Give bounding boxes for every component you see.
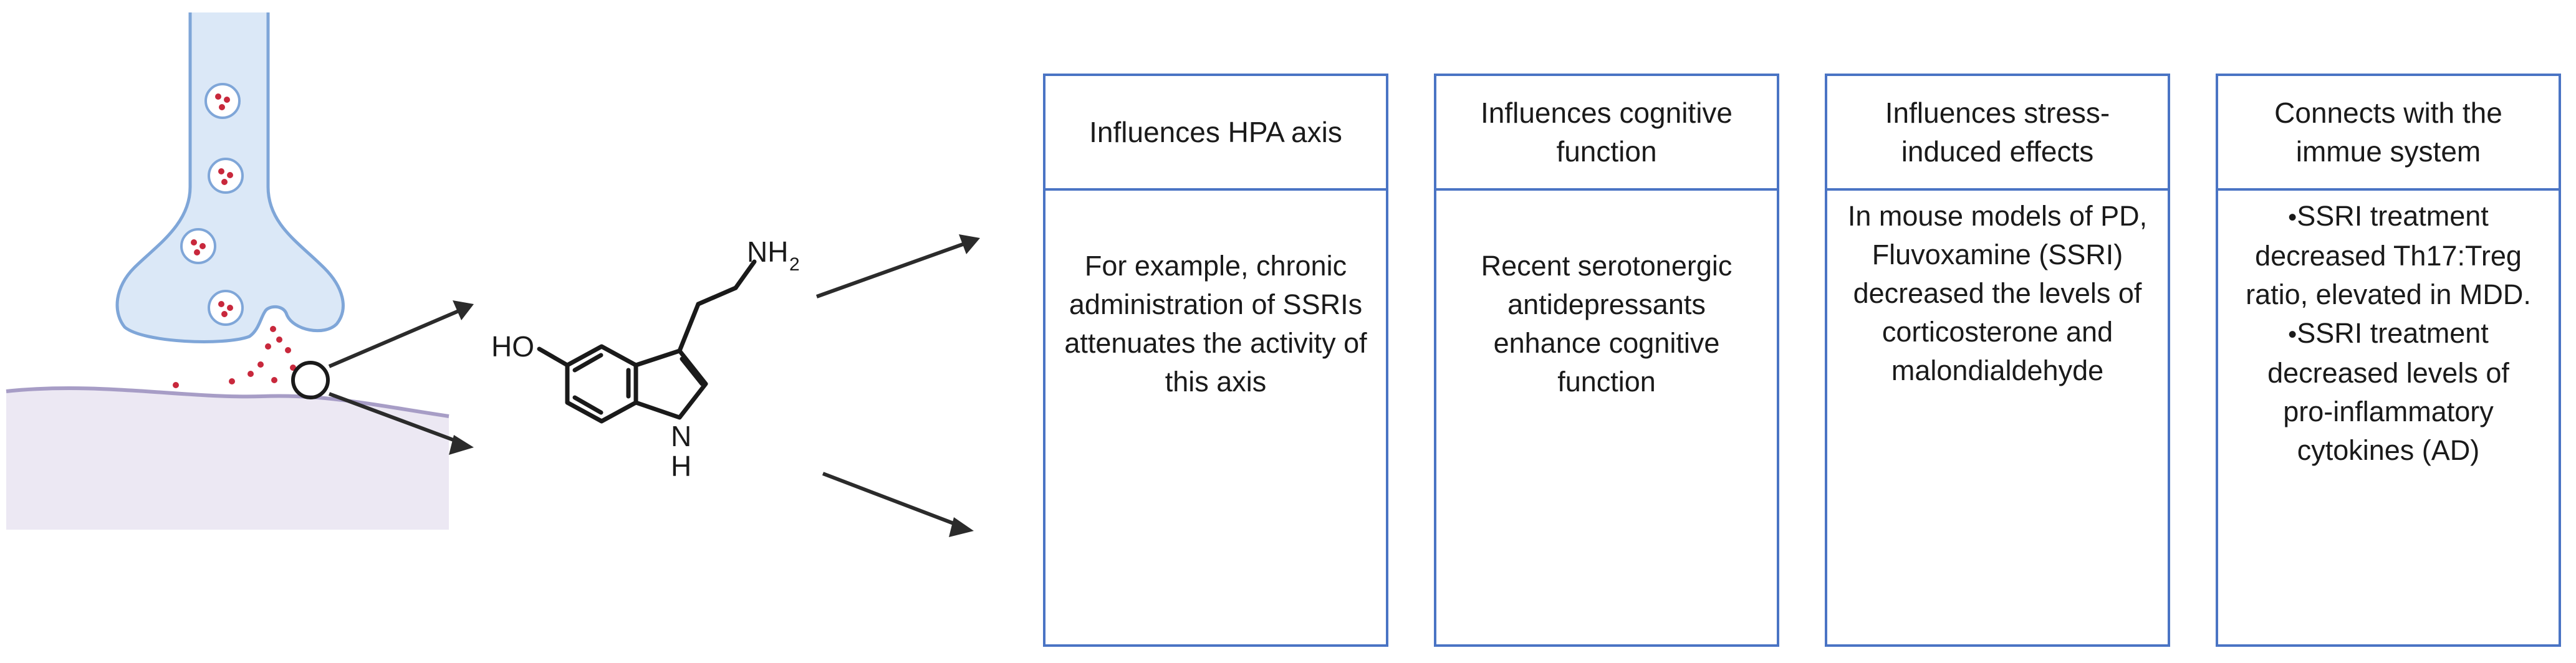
panel-stress-effects: Influences stress-induced effects In mou… xyxy=(1825,74,2170,647)
postsynaptic-cell xyxy=(6,388,449,530)
panel-body: In mouse models of PD, Fluvoxamine (SSRI… xyxy=(1827,191,2168,644)
arrow-to-panels-upper xyxy=(815,241,968,298)
list-item: •SSRI treatment decreased Th17:Treg rati… xyxy=(2239,197,2538,314)
vesicles xyxy=(180,83,244,326)
arrow-to-panels-lower xyxy=(822,472,961,528)
panel-title: Connects with the immue system xyxy=(2274,97,2502,168)
vesicle xyxy=(208,158,244,194)
panel-bullet-list: •SSRI treatment decreased Th17:Treg rati… xyxy=(2239,191,2538,644)
benzene-ring xyxy=(565,344,638,424)
bullet-text: SSRI treatment decreased Th17:Treg ratio… xyxy=(2246,200,2531,310)
panel-header: Influences stress-induced effects xyxy=(1827,76,2168,191)
panel-body: For example, chronic administration of S… xyxy=(1045,191,1386,644)
arrow-to-molecule-upper xyxy=(328,308,461,368)
panel-text: For example, chronic administration of S… xyxy=(1064,250,1367,398)
panel-cognitive-function: Influences cognitive function Recent ser… xyxy=(1434,74,1779,647)
panel-text: Recent serotonergic antidepressants enha… xyxy=(1481,250,1733,398)
vesicle xyxy=(208,290,244,326)
panel-text: In mouse models of PD, Fluvoxamine (SSRI… xyxy=(1847,200,2148,386)
panel-header: Influences HPA axis xyxy=(1045,76,1386,191)
panel-title: Influences cognitive function xyxy=(1480,97,1733,168)
bullet-text: SSRI treatment decreased levels of pro-i… xyxy=(2267,317,2509,466)
indole-nitrogen-label: N xyxy=(671,420,691,452)
panel-immune-system: Connects with the immue system •SSRI tre… xyxy=(2216,74,2561,647)
receptor-highlight xyxy=(291,361,330,399)
panel-header: Connects with the immue system xyxy=(2218,76,2559,191)
panel-body: •SSRI treatment decreased Th17:Treg rati… xyxy=(2218,191,2559,644)
list-item: •SSRI treatment decreased levels of pro-… xyxy=(2239,314,2538,470)
postsynaptic-membrane xyxy=(6,386,449,418)
panel-title: Influences stress-induced effects xyxy=(1885,97,2110,168)
panel-body: Recent serotonergic antidepressants enha… xyxy=(1436,191,1777,644)
arrow-to-molecule-lower xyxy=(328,392,461,444)
molecule-arrows xyxy=(815,234,980,537)
vesicle xyxy=(180,228,216,264)
amine-subscript: 2 xyxy=(789,254,800,275)
pyrrole-ring xyxy=(633,348,708,420)
panel-header: Influences cognitive function xyxy=(1436,76,1777,191)
amine-label: NH xyxy=(747,237,788,268)
vesicle xyxy=(204,83,241,119)
hydroxyl-label: HO xyxy=(491,330,534,363)
serotonin-molecule: HO NH 2 N H xyxy=(491,237,800,482)
synapse-illustration xyxy=(6,12,474,530)
bullet-icon: • xyxy=(2288,321,2297,348)
panel-title: Influences HPA axis xyxy=(1089,116,1342,148)
panel-hpa-axis: Influences HPA axis For example, chronic… xyxy=(1043,74,1388,647)
bullet-icon: • xyxy=(2288,204,2297,231)
indole-hydrogen-label: H xyxy=(671,450,691,482)
